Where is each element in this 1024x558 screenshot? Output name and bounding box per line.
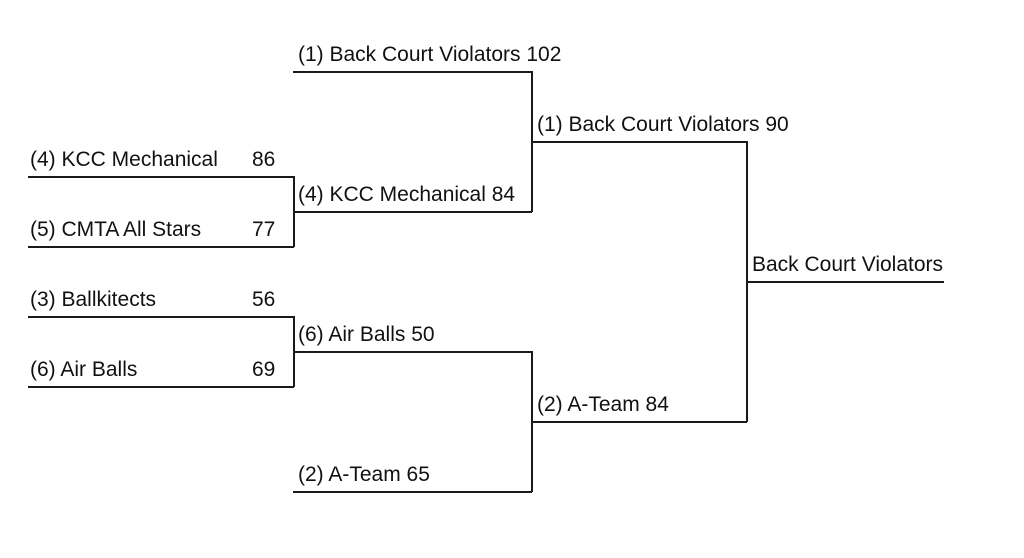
champion-line bbox=[746, 281, 944, 283]
r1-team-ballkitects: (3) Ballkitects bbox=[30, 288, 157, 311]
r1-line-ballkitects bbox=[28, 316, 294, 318]
final-team-a-team: (2) A-Team 84 bbox=[537, 393, 669, 416]
r1-score-cmta-all-stars: 77 bbox=[252, 218, 276, 241]
semi-team-air-balls: (6) Air Balls 50 bbox=[298, 323, 435, 346]
final-line-1 bbox=[531, 141, 747, 143]
semi-team-kcc-mechanical: (4) KCC Mechanical 84 bbox=[298, 183, 516, 206]
r1-team-cmta-all-stars: (5) CMTA All Stars bbox=[30, 218, 202, 241]
champion-label: Back Court Violators bbox=[752, 253, 944, 276]
final-team-back-court-violators: (1) Back Court Violators 90 bbox=[537, 113, 789, 136]
semi-line-3 bbox=[293, 351, 532, 353]
semi-team-back-court-violators: (1) Back Court Violators 102 bbox=[298, 43, 562, 66]
semi-line-2 bbox=[293, 211, 532, 213]
r1-score-air-balls: 69 bbox=[252, 358, 276, 381]
r1-line-kcc-mechanical bbox=[28, 176, 294, 178]
final-line-2 bbox=[531, 421, 747, 423]
semi-team-a-team: (2) A-Team 65 bbox=[298, 463, 430, 486]
semi-line-4 bbox=[293, 491, 532, 493]
r1-score-kcc-mechanical: 86 bbox=[252, 148, 276, 171]
r1-line-air-balls bbox=[28, 386, 294, 388]
r1-line-cmta-all-stars bbox=[28, 246, 294, 248]
r1-team-kcc-mechanical: (4) KCC Mechanical bbox=[30, 148, 218, 171]
r1-score-ballkitects: 56 bbox=[252, 288, 276, 311]
r1-team-air-balls: (6) Air Balls bbox=[30, 358, 138, 381]
semi-line-1 bbox=[293, 71, 532, 73]
